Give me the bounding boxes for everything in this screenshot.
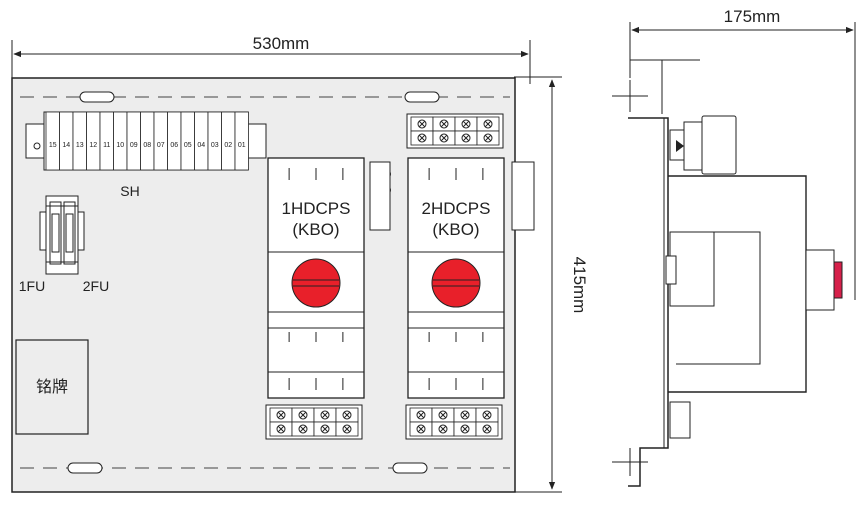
mounting-slot: [404, 91, 440, 103]
terminal-cell: [45, 111, 60, 171]
red-knob: [291, 258, 341, 308]
fuse-holders: [39, 195, 85, 275]
mounting-slot: [392, 462, 428, 474]
terminal-blocks: 15 14 13 12 11 10 09 08 07 06 05 04 03 02 01: [33, 111, 249, 171]
terminal-number: 14: [62, 142, 70, 149]
terminal-cell: [140, 111, 155, 171]
height-dimension-label: 415mm: [570, 257, 589, 314]
terminal-number: 04: [197, 142, 205, 149]
side-view: 175mm: [612, 7, 856, 487]
terminal-number: 08: [143, 142, 151, 149]
terminal-block-bottom-1: [265, 404, 363, 440]
cps-name: 2HDCPS: [422, 199, 491, 218]
fuse-label-2: 2FU: [83, 278, 109, 294]
back-plate-profile: [628, 117, 669, 487]
terminal-number: 07: [157, 142, 165, 149]
red-knob: [431, 258, 481, 308]
cps-unit-1: 1HDCPS (KBO): [267, 157, 365, 399]
terminal-block-top: [371, 113, 533, 195]
terminal-strip-sh: 15 14 13 12 11 10 09 08 07 06 05 04 03 02 01: [25, 111, 267, 171]
cps-name: 1HDCPS: [282, 199, 351, 218]
mounting-slot: [79, 91, 115, 103]
side-lower-clamp: [669, 401, 691, 439]
terminal-cell: [72, 111, 87, 171]
cps-unit-2: 2HDCPS (KBO): [407, 157, 505, 399]
terminal-cell: [234, 111, 249, 171]
side-terminals-mid: [369, 161, 391, 231]
terminal-number: 12: [89, 142, 97, 149]
terminal-cell: [207, 111, 222, 171]
terminal-cell: [153, 111, 168, 171]
cps-type: (KBO): [432, 220, 479, 239]
terminal-block-bottom-2: [405, 404, 503, 440]
terminal-cell: [194, 111, 209, 171]
nameplate: [15, 339, 89, 435]
side-terminal-block: [669, 115, 737, 175]
terminal-number: 11: [103, 142, 110, 149]
cps-type: (KBO): [292, 220, 339, 239]
width-dimension-label: 530mm: [253, 34, 310, 53]
terminal-cell: [167, 111, 182, 171]
terminal-number: 05: [184, 142, 192, 149]
terminal-strip-label: SH: [120, 183, 139, 199]
terminal-number: 15: [49, 142, 57, 149]
terminal-cell: [59, 111, 74, 171]
side-breaker-body: [665, 175, 843, 393]
terminal-cell: [86, 111, 101, 171]
terminal-number: 13: [76, 142, 84, 149]
terminal-cell: [99, 111, 114, 171]
terminal-number: 09: [130, 142, 138, 149]
fuse-label-1: 1FU: [19, 278, 45, 294]
front-view: 530mm 415mm 15 14 13 12 11 10 09 08 07 06 05 04 03 02…: [11, 34, 589, 493]
terminal-number: 06: [170, 142, 178, 149]
terminal-cell: [113, 111, 128, 171]
terminal-number: 10: [116, 142, 124, 149]
terminal-number: 01: [238, 142, 246, 149]
side-knob-button: [833, 261, 843, 299]
mounting-slot: [67, 462, 103, 474]
terminal-cell: [180, 111, 195, 171]
depth-dimension-label: 175mm: [724, 7, 781, 26]
terminal-cell: [126, 111, 141, 171]
nameplate-label: 铭牌: [36, 378, 68, 396]
terminal-number: 02: [224, 142, 232, 149]
side-terminals-right: [511, 161, 535, 231]
terminal-cell: [221, 111, 236, 171]
terminal-number: 03: [211, 142, 219, 149]
